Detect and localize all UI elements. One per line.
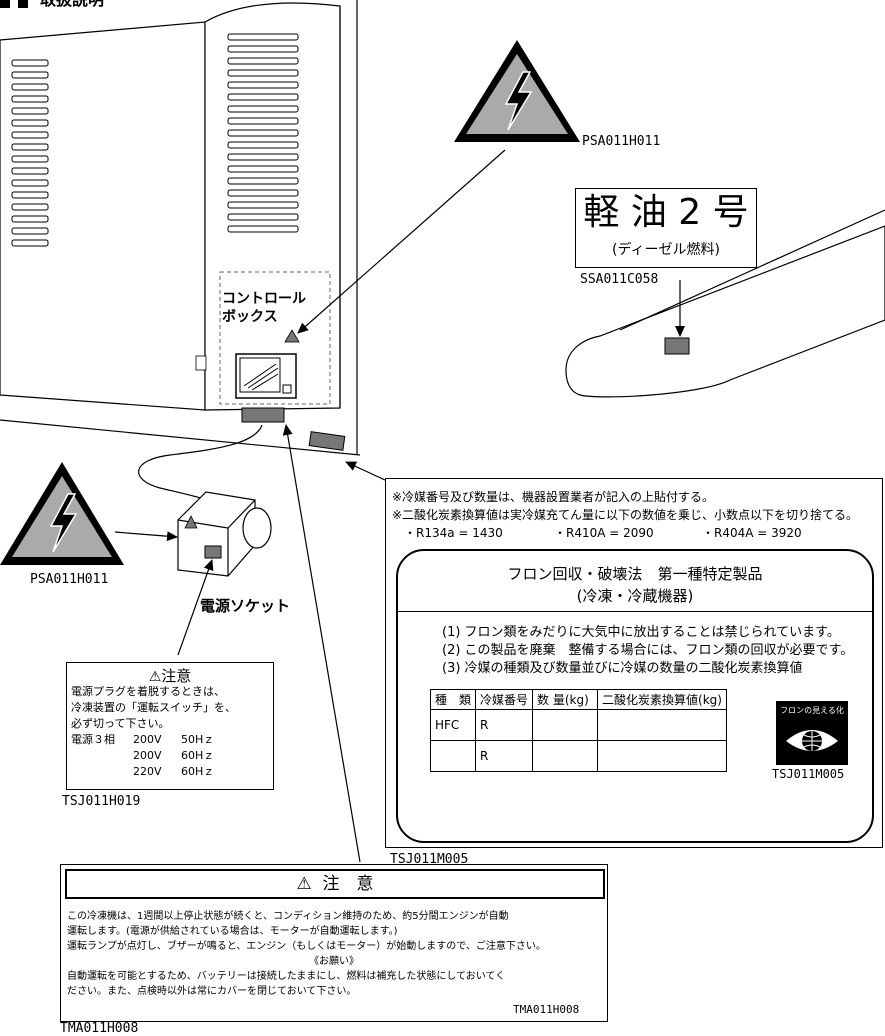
caution-small-row-voltage: 220V — [133, 765, 162, 778]
table-header-cell: 数 量(kg) — [532, 689, 599, 710]
warning-triangle-icon: ⚠ — [296, 874, 312, 894]
table-cell — [597, 709, 728, 741]
code-psa-left: PSA011H011 — [30, 572, 109, 587]
code-ssa: SSA011C058 — [580, 272, 659, 287]
caution-small-row-freq: 50Hｚ — [181, 733, 215, 746]
caution-small-row-3: 220V 60Hｚ — [71, 763, 214, 779]
fluorocarbon-gwp1: ・R134a = 1430 — [404, 526, 503, 540]
table-cell — [532, 740, 599, 772]
fluorocarbon-title: フロン回収・破壊法 第一種特定製品 — [507, 565, 763, 583]
eye-globe-icon — [786, 730, 838, 751]
caution-big-title: 注 意 — [322, 874, 374, 894]
caution-small-line3: 必ず切って下さい。 — [71, 717, 170, 730]
header-label: 取扱説明 — [40, 0, 104, 10]
refrigerant-table: 種 類 冷媒番号 数 量(kg) 二酸化炭素換算値(kg) HFC R R — [429, 689, 728, 772]
fluorocarbon-subtitle: (冷凍・冷蔵機器) — [576, 587, 694, 605]
table-row: HFC R — [429, 709, 728, 741]
caution-small-title-row: ⚠注意 — [67, 665, 273, 686]
fuel-sign: 軽 油 2 号 (ディーゼル燃料) — [575, 188, 757, 268]
caution-big-title-bar: ⚠ 注 意 — [65, 869, 605, 899]
caution-small-row-freq: 60Hｚ — [181, 765, 215, 778]
caution-big-line3: 運転ランプが点灯し、ブザーが鳴ると、エンジン（もしくはモーター）が始動しますので… — [67, 941, 546, 952]
caution-small-row-2: 200V 60Hｚ — [71, 747, 214, 763]
fluorocarbon-gwp2: ・R410A = 2090 — [554, 526, 654, 540]
caution-big-line2: 運転します。(電源が供給されている場合は、モーターが自動運転します。) — [67, 926, 398, 937]
caution-big-line4: 《お願い》 — [309, 956, 359, 967]
table-header-cell: 冷媒番号 — [475, 689, 534, 710]
fluorocarbon-note1: ※冷媒番号及び数量は、機器設置業者が記入の上貼付する。 — [392, 490, 715, 504]
table-cell: R — [475, 740, 534, 772]
code-tsj-h019: TSJ011H019 — [62, 794, 141, 809]
table-cell: R — [475, 709, 534, 741]
table-cell — [532, 709, 599, 741]
fluorocarbon-divider — [398, 611, 872, 612]
fluorocarbon-item3: (3) 冷媒の種類及び数量並びに冷媒の数量の二酸化炭素換算値 — [442, 661, 803, 676]
table-cell: HFC — [429, 709, 477, 741]
freon-logo-text: フロンの見える化 — [780, 706, 844, 715]
table-header-cell: 種 類 — [429, 689, 477, 710]
caution-small-row-voltage: 200V — [133, 733, 162, 746]
caution-small-label: ⚠注意 電源プラグを着脱するときは、 冷凍装置の「運転スイッチ」を、 必ず切って… — [66, 662, 274, 790]
table-row: R — [429, 740, 728, 772]
code-tsj-m005-outer: TSJ011M005 — [390, 852, 469, 867]
caution-small-row-1: 電源３相 200V 50Hｚ — [71, 731, 214, 747]
fluorocarbon-inner-panel: フロン回収・破壊法 第一種特定製品 (冷凍・冷蔵機器) (1) フロン類をみだり… — [396, 549, 874, 843]
fluorocarbon-note2: ※二酸化炭素換算値は実冷媒充てん量に以下の数値を乗じ、小数点以下を切り捨てる。 — [392, 508, 859, 522]
caution-small-row-freq: 60Hｚ — [181, 749, 215, 762]
table-header-row: 種 類 冷媒番号 数 量(kg) 二酸化炭素換算値(kg) — [429, 689, 728, 710]
fluorocarbon-label: ※冷媒番号及び数量は、機器設置業者が記入の上貼付する。 ※二酸化炭素換算値は実冷… — [385, 478, 883, 848]
caution-small-line1: 電源プラグを着脱するときは、 — [71, 685, 225, 698]
caution-small-row-label: 電源３相 — [71, 733, 115, 746]
caution-big-label: ⚠ 注 意 この冷凍機は、1週間以上停止状態が続くと、コンディション維持のため、… — [60, 864, 608, 1022]
warning-triangle-icon: ⚠ — [148, 669, 162, 685]
code-psa-top: PSA011H011 — [582, 134, 661, 149]
power-socket-label: 電源ソケット — [200, 597, 291, 615]
caution-small-title: 注意 — [161, 667, 192, 685]
code-tsj-m005-inner: TSJ011M005 — [772, 767, 845, 781]
table-cell — [597, 740, 728, 772]
caution-big-line1: この冷凍機は、1週間以上停止状態が続くと、コンディション維持のため、約5分間エン… — [67, 911, 509, 922]
control-box-label-line2: ボックス — [222, 309, 278, 325]
caution-big-line6: ださい。また、点検時以外は常にカバーを閉じておいて下さい。 — [67, 986, 357, 997]
freon-logo: フロンの見える化 — [776, 701, 848, 765]
table-cell — [429, 740, 477, 772]
fuel-sign-title: 軽 油 2 号 — [583, 192, 749, 233]
table-header-cell: 二酸化炭素換算値(kg) — [597, 689, 728, 710]
caution-big-line5: 自動運転を可能とするため、バッテリーは接続したままにし、燃料は補充した状態にして… — [67, 971, 506, 982]
code-tma-outer: TMA011H008 — [60, 1021, 139, 1036]
code-tma-inner: TMA011H008 — [513, 1003, 580, 1016]
fluorocarbon-item1: (1) フロン類をみだりに大気中に放出することは禁じられています。 — [442, 625, 840, 640]
fluorocarbon-gwp3: ・R404A = 3920 — [702, 526, 802, 540]
caution-small-line2: 冷凍装置の「運転スイッチ」を、 — [71, 701, 236, 714]
fluorocarbon-item2: (2) この製品を廃棄 整備する場合には、フロン類の回収が必要です。 — [442, 643, 854, 658]
control-box-label: コントロール ボックス — [222, 290, 306, 326]
control-box-label-line1: コントロール — [222, 291, 306, 307]
fuel-sign-subtitle: (ディーゼル燃料) — [612, 242, 720, 258]
caution-small-row-voltage: 200V — [133, 749, 162, 762]
